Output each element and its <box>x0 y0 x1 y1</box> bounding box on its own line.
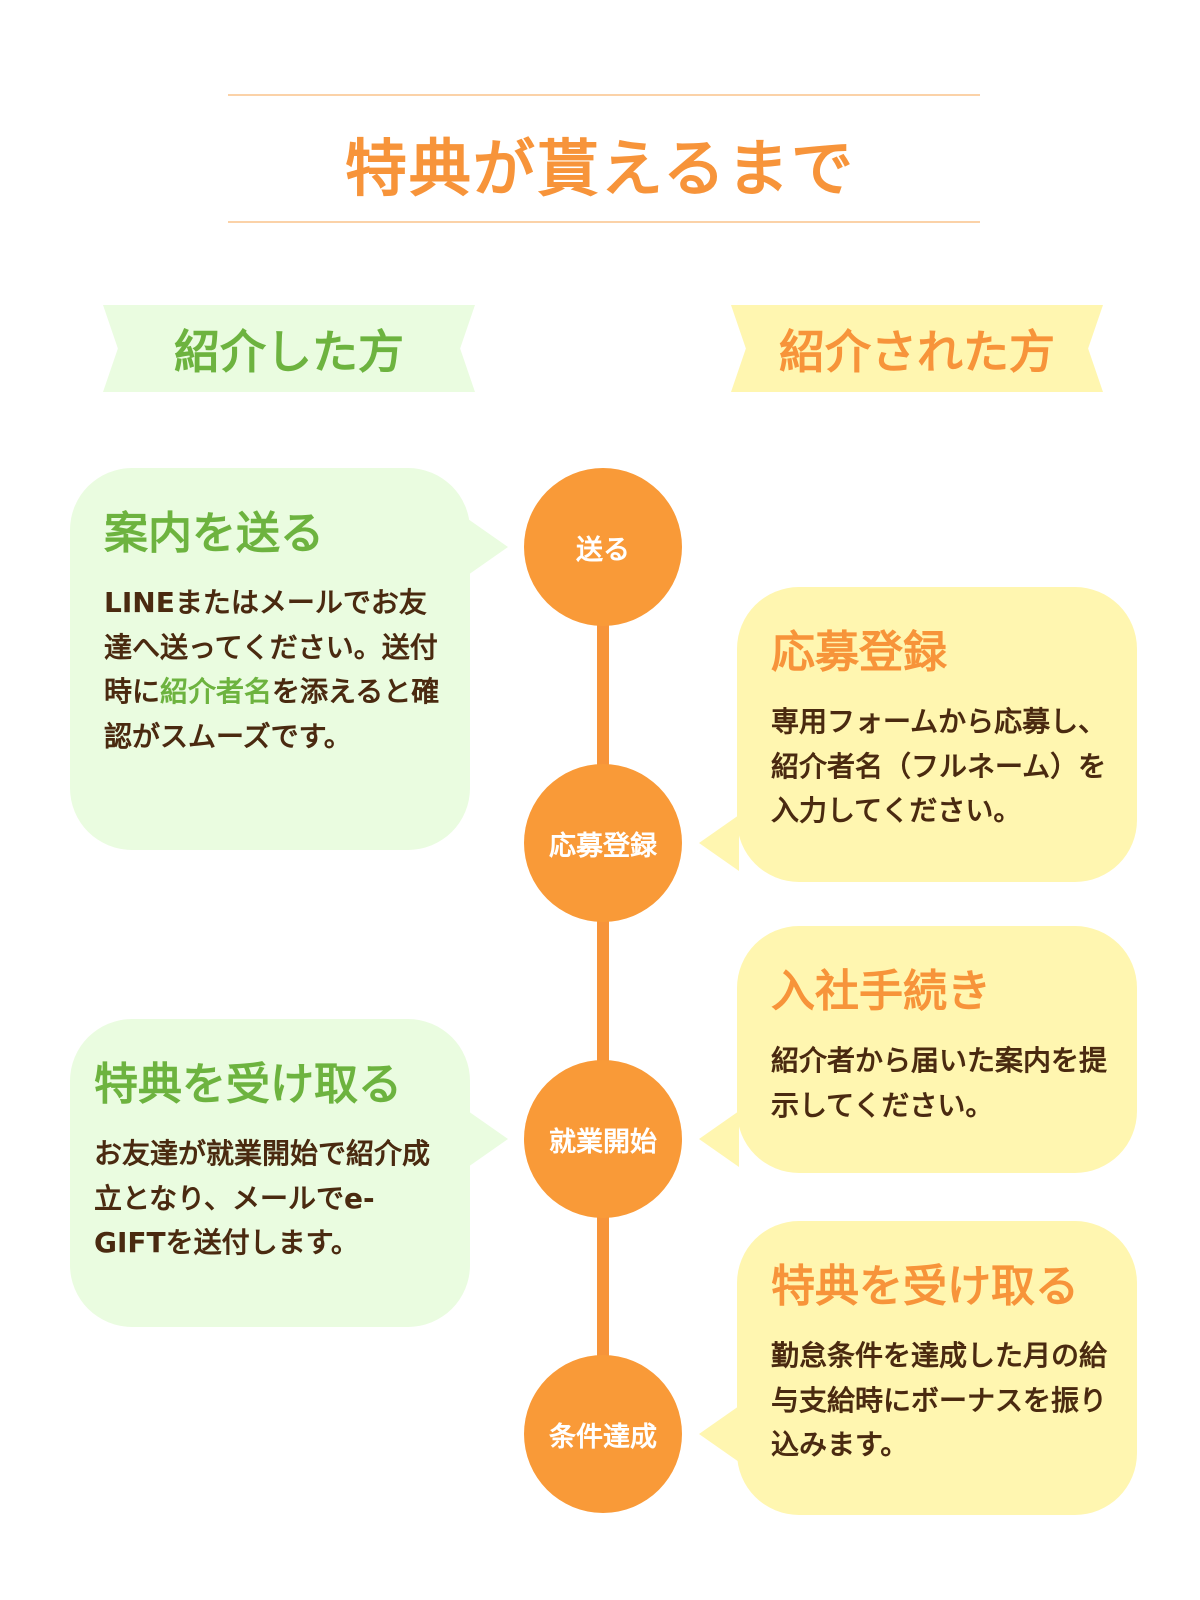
referred-column-banner: 紹介された方 <box>731 305 1103 392</box>
step-circle-start-work: 就業開始 <box>524 1060 682 1218</box>
card-heading: 特典を受け取る <box>94 1059 402 1110</box>
referred-card-onboarding: 入社手続き 紹介者から届いた案内を提示してください。 <box>699 926 1137 1173</box>
card-heading: 入社手続き <box>771 966 991 1017</box>
card-heading: 特典を受け取る <box>771 1261 1079 1312</box>
card-body: 専用フォームから応募し、紹介者名（フルネーム）を入力してください。 <box>771 704 1107 828</box>
step-circle-apply: 応募登録 <box>524 764 682 922</box>
referred-card-receive: 特典を受け取る 勤怠条件を達成した月の給与支給時にボーナスを振り込みます。 <box>699 1221 1137 1515</box>
step-circle-send: 送る <box>524 468 682 626</box>
referrer-card-receive: 特典を受け取る お友達が就業開始で紹介成立となり、メールでe-GIFTを送付しま… <box>70 1019 508 1327</box>
highlight-referrer-name: 紹介者名 <box>160 675 273 709</box>
timeline-line <box>597 547 609 1434</box>
card-body: 紹介者から届いた案内を提示してください。 <box>771 1043 1108 1122</box>
page-title: 特典が貰えるまで <box>344 132 856 205</box>
card-heading: 案内を送る <box>104 508 324 559</box>
step-circle-conditions-met: 条件達成 <box>524 1355 682 1513</box>
referred-card-apply: 応募登録 専用フォームから応募し、紹介者名（フルネーム）を入力してください。 <box>699 587 1137 882</box>
title-rule-bottom <box>228 221 980 223</box>
pointer <box>468 519 508 575</box>
card-heading: 応募登録 <box>771 627 947 678</box>
pointer <box>699 815 739 871</box>
card-body-text: LINEまたはメールでお友達へ送ってください。送付時に <box>104 585 438 709</box>
card-body-text: を添えると確認がスムーズです。 <box>104 675 440 754</box>
card-body: お友達が就業開始で紹介成立となり、メールでe-GIFTを送付します。 <box>94 1136 431 1260</box>
pointer <box>699 1406 739 1462</box>
title-rule-top <box>228 94 980 96</box>
card-body: 勤怠条件を達成した月の給与支給時にボーナスを振り込みます。 <box>771 1338 1108 1462</box>
referrer-card-send: 案内を送る LINEまたはメールでお友達へ送ってください。送付時に紹介者名を添え… <box>70 468 508 850</box>
pointer <box>699 1111 739 1167</box>
card-body: LINEまたはメールでお友達へ送ってください。送付時に紹介者名を添えると確認がス… <box>104 581 440 760</box>
pointer <box>468 1111 508 1167</box>
referrer-column-banner: 紹介した方 <box>103 305 475 392</box>
